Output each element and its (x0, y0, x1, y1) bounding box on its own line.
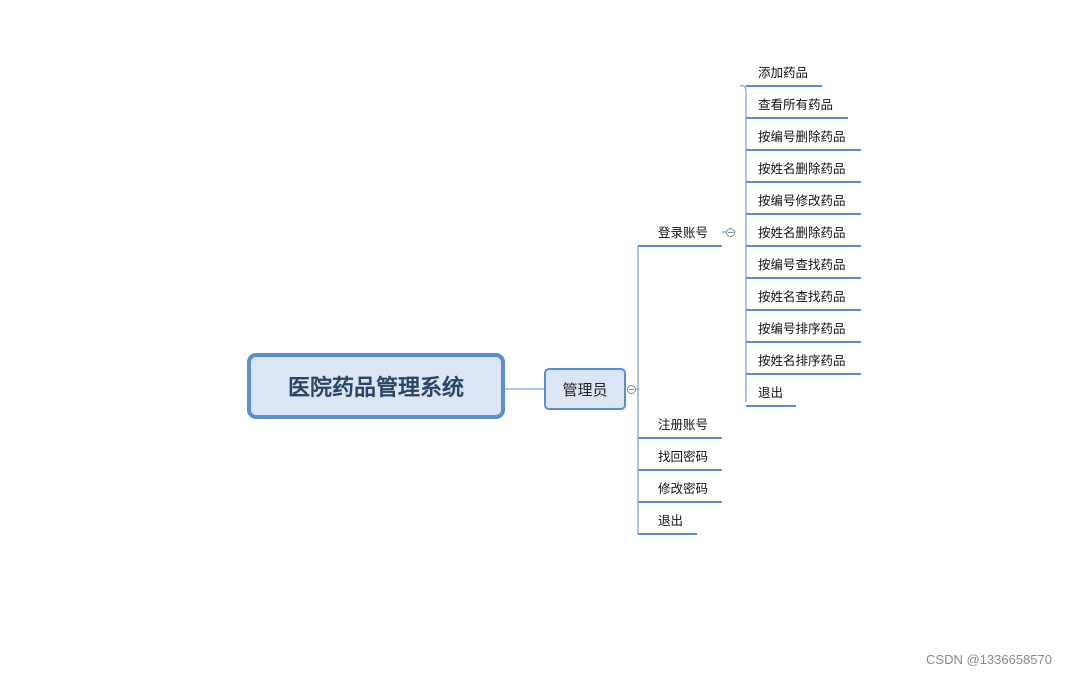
collapse-toggle-admin[interactable] (627, 385, 636, 394)
leaf-login-item[interactable]: 按编号查找药品 (758, 257, 846, 272)
root-node-hospital-drug-system[interactable]: 医院药品管理系统 (247, 353, 505, 419)
root-node-label: 医院药品管理系统 (287, 376, 464, 401)
leaf-login-item[interactable]: 退出 (758, 385, 784, 400)
branch-exit-admin[interactable]: 退出 (658, 513, 684, 528)
watermark: CSDN @1336658570 (926, 652, 1052, 667)
leaf-login-item[interactable]: 按编号修改药品 (758, 193, 846, 208)
collapse-toggle-login[interactable] (726, 228, 735, 237)
admin-node[interactable]: 管理员 (544, 368, 626, 410)
leaf-login-item[interactable]: 添加药品 (758, 65, 809, 80)
leaf-login-item[interactable]: 按编号删除药品 (758, 129, 846, 144)
leaf-login-item[interactable]: 按姓名查找药品 (758, 289, 846, 304)
branch-recover-password[interactable]: 找回密码 (658, 449, 709, 464)
branch-login-account[interactable]: 登录账号 (658, 225, 709, 240)
branch-register-account[interactable]: 注册账号 (658, 417, 709, 432)
leaf-login-item[interactable]: 按姓名删除药品 (758, 161, 846, 176)
leaf-login-item[interactable]: 按编号排序药品 (758, 321, 846, 336)
leaf-login-item[interactable]: 按姓名删除药品 (758, 225, 846, 240)
admin-node-label: 管理员 (562, 380, 608, 399)
connector-login-trunk (739, 85, 747, 402)
branch-change-password[interactable]: 修改密码 (658, 481, 709, 496)
leaf-login-item[interactable]: 查看所有药品 (758, 97, 834, 112)
leaf-login-item[interactable]: 按姓名排序药品 (758, 353, 846, 368)
